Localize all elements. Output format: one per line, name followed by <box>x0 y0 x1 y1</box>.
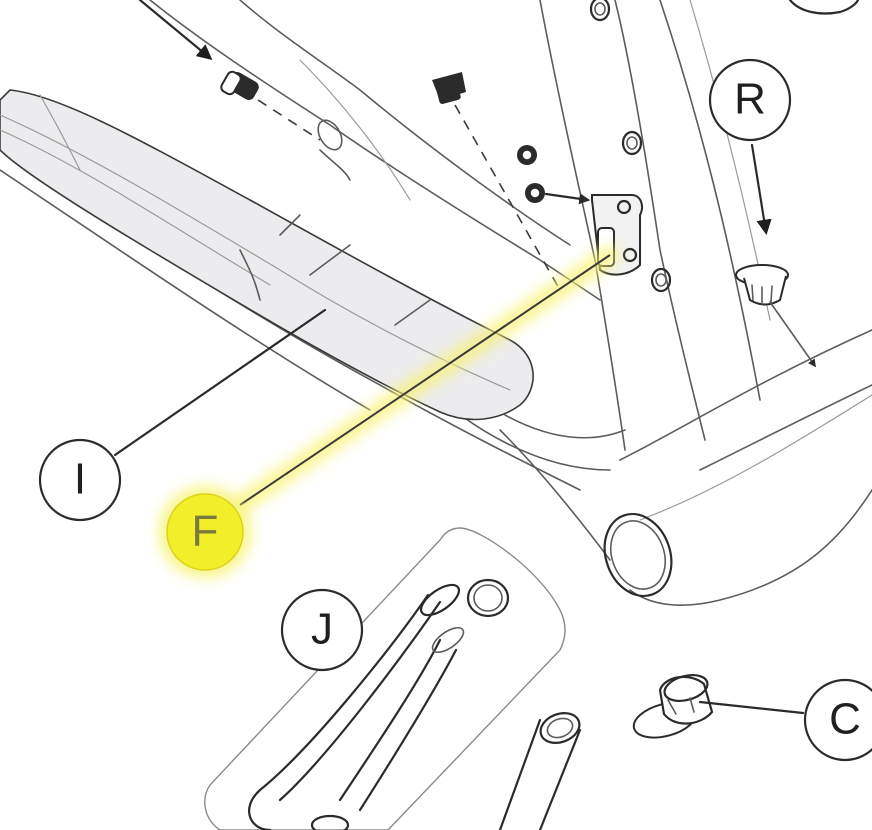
callout-i: I <box>38 438 122 522</box>
callout-j: J <box>280 588 364 672</box>
callout-c: C <box>803 678 872 762</box>
callout-f-letter: F <box>192 507 219 556</box>
cable-port-plug <box>432 72 561 291</box>
callout-i-letter: I <box>74 455 86 504</box>
callout-c-letter: C <box>829 695 861 744</box>
cable-grommet-top <box>138 0 321 141</box>
bottom-bracket-shell <box>603 512 673 598</box>
frame-top-tube <box>149 0 601 301</box>
cable-kit-panel <box>204 527 582 830</box>
bolt-small <box>517 145 591 205</box>
callout-r-letter: R <box>734 75 766 124</box>
rubber-grommet <box>735 143 816 368</box>
leader-line-f <box>239 254 611 506</box>
down-tube-protector <box>0 89 534 421</box>
callout-f: F <box>159 486 251 578</box>
callout-j-letter: J <box>311 605 333 654</box>
frame-seat-tube <box>539 0 860 451</box>
leader-line-i <box>113 308 327 457</box>
bottom-bracket-plug <box>632 673 805 739</box>
callout-r: R <box>708 58 792 142</box>
